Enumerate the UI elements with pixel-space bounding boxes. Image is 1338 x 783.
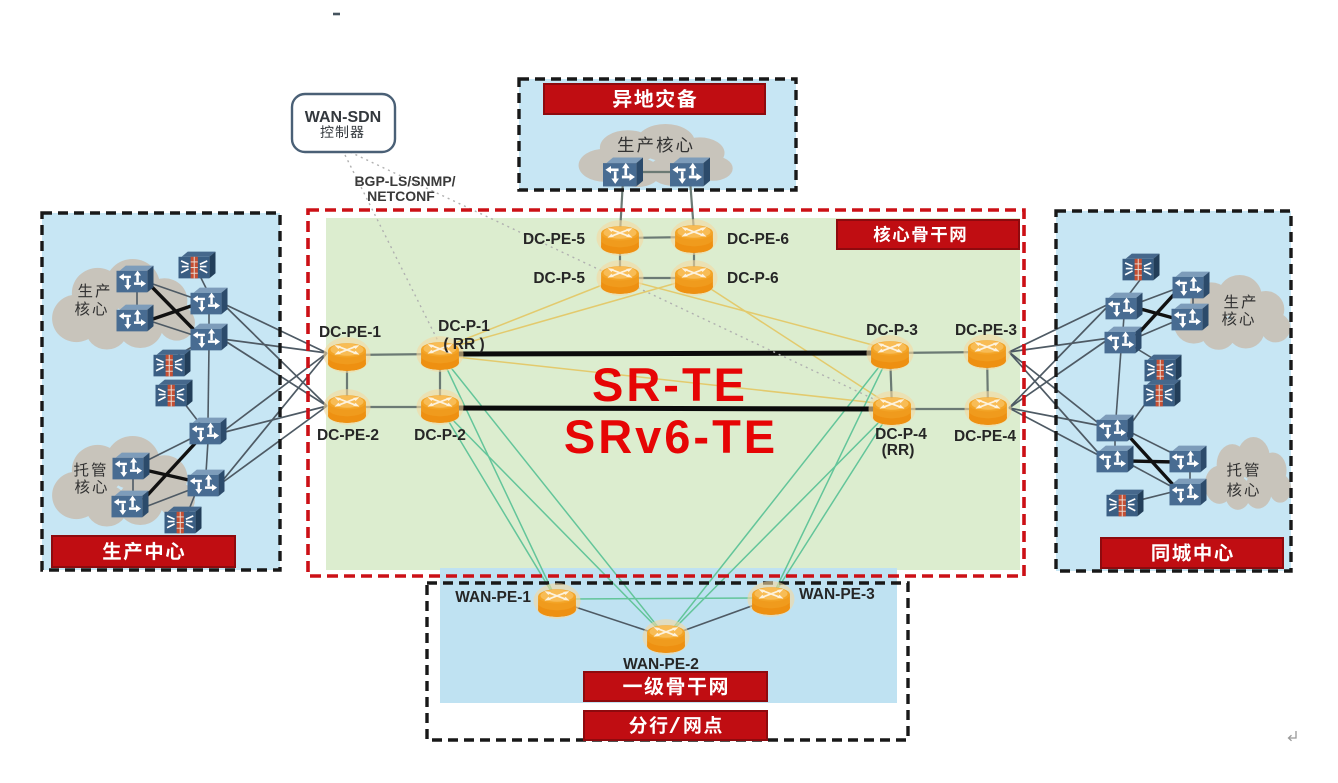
svg-text:DC-P-4: DC-P-4 xyxy=(875,426,927,443)
svg-text:WAN-PE-1: WAN-PE-1 xyxy=(455,589,531,606)
svg-text:DC-PE-6: DC-PE-6 xyxy=(727,231,789,248)
svg-text:(RR): (RR) xyxy=(882,442,915,459)
svg-text:NETCONF: NETCONF xyxy=(367,188,435,204)
svg-text:DC-PE-1: DC-PE-1 xyxy=(319,324,381,341)
svg-text:SR-TE: SR-TE xyxy=(592,358,748,411)
svg-text:DC-P-5: DC-P-5 xyxy=(533,270,585,287)
svg-text:DC-P-2: DC-P-2 xyxy=(414,427,466,444)
svg-text:DC-P-3: DC-P-3 xyxy=(866,322,918,339)
svg-text:SRv6-TE: SRv6-TE xyxy=(564,410,778,463)
svg-text:WAN-PE-3: WAN-PE-3 xyxy=(799,586,875,603)
svg-text:DC-PE-4: DC-PE-4 xyxy=(954,428,1016,445)
svg-text:BGP-LS/SNMP/: BGP-LS/SNMP/ xyxy=(354,173,455,189)
svg-text:DC-P-6: DC-P-6 xyxy=(727,270,779,287)
svg-text:WAN-PE-2: WAN-PE-2 xyxy=(623,656,699,673)
svg-text:( RR ): ( RR ) xyxy=(443,336,484,353)
svg-text:DC-PE-2: DC-PE-2 xyxy=(317,427,379,444)
svg-text:WAN-SDN: WAN-SDN xyxy=(305,109,381,126)
svg-text:DC-PE-5: DC-PE-5 xyxy=(523,231,585,248)
svg-text:DC-PE-3: DC-PE-3 xyxy=(955,322,1017,339)
svg-text:DC-P-1: DC-P-1 xyxy=(438,318,490,335)
